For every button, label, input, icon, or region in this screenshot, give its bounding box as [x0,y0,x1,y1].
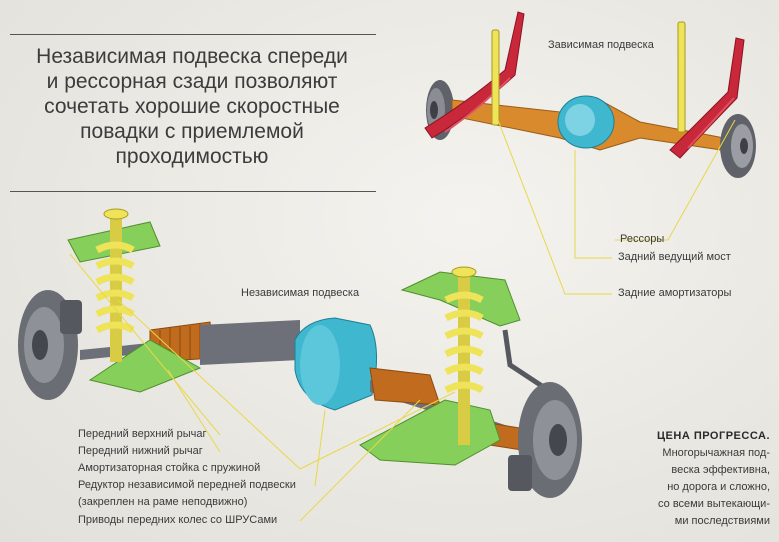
rear-left-shock [491,29,500,126]
front-left-coil-spring [95,208,135,362]
leader-front-strut [117,299,301,470]
rear-right-leaf-spring [669,37,745,159]
leader-front-reducer [314,409,326,487]
label-front-lower-arm: Передний нижний рычаг [78,445,203,457]
headline-bottom-rule [10,191,376,192]
sidebar-note: ЦЕНА ПРОГРЕССА. Многорычажная под- веска… [592,430,770,530]
leader-lines [69,119,736,522]
sidebar-body: Многорычажная под- веска эффективна, но … [592,445,770,530]
front-right-brake-disc [508,382,582,498]
leader-front-lower-arm [167,369,221,453]
front-left-lower-arm [88,339,202,393]
rear-right-brake-drum [720,114,756,178]
sidebar-line: Многорычажная под- [662,447,770,459]
headline-line: сочетать хорошие скоростные [44,95,340,118]
sidebar-title: ЦЕНА ПРОГРЕССА. [657,430,770,442]
rear-right-shock [677,21,686,133]
sidebar-line: ми последствиями [674,515,770,527]
label-front-reducer: Редуктор независимой передней подвески [78,479,296,491]
leader-rear-axle [574,150,612,259]
sidebar-line: веска эффективна, [671,464,770,476]
headline-top-rule [10,34,376,35]
label-front-upper-arm: Передний верхний рычаг [78,428,207,440]
headline-line: повадки с приемлемой [80,120,304,143]
label-front-driveshafts: Приводы передних колес со ШРУСами [78,514,278,526]
front-differential [294,317,378,411]
label-rear-shocks: Задние амортизаторы [618,287,732,299]
leader-front-upper-arm [69,253,221,436]
label-rear-axle: Задний ведущий мост [618,251,731,263]
rear-left-leaf-spring [424,11,525,139]
leader-rear-shocks [497,119,612,295]
headline-line: Независимая подвеска спереди [36,45,348,68]
leader-rear-springs [615,119,736,241]
label-front-strut: Амортизаторная стойка с пружиной [78,462,261,474]
headline-line: и рессорная сзади позволяют [46,70,338,93]
label-rear-springs: Рессоры [620,233,665,245]
sidebar-line: со всеми вытекающи- [658,498,770,510]
headline: Независимая подвеска спереди и рессорная… [10,44,374,169]
headline-line: проходимостью [115,145,269,168]
sidebar-line: но дорога и сложно, [667,481,770,493]
front-right-lower-arm [359,399,501,466]
rear-suspension-title: Зависимая подвеска [548,39,654,51]
front-suspension-title: Независимая подвеска [241,287,360,299]
leader-front-driveshafts [299,399,421,522]
rear-differential [557,95,615,149]
rear-suspension-assembly [424,11,756,178]
front-right-coil-spring [444,266,484,445]
front-suspension-assembly [18,208,582,498]
leader-front-strut-b [299,391,456,470]
label-front-reducer-note: (закреплен на раме неподвижно) [78,496,248,508]
